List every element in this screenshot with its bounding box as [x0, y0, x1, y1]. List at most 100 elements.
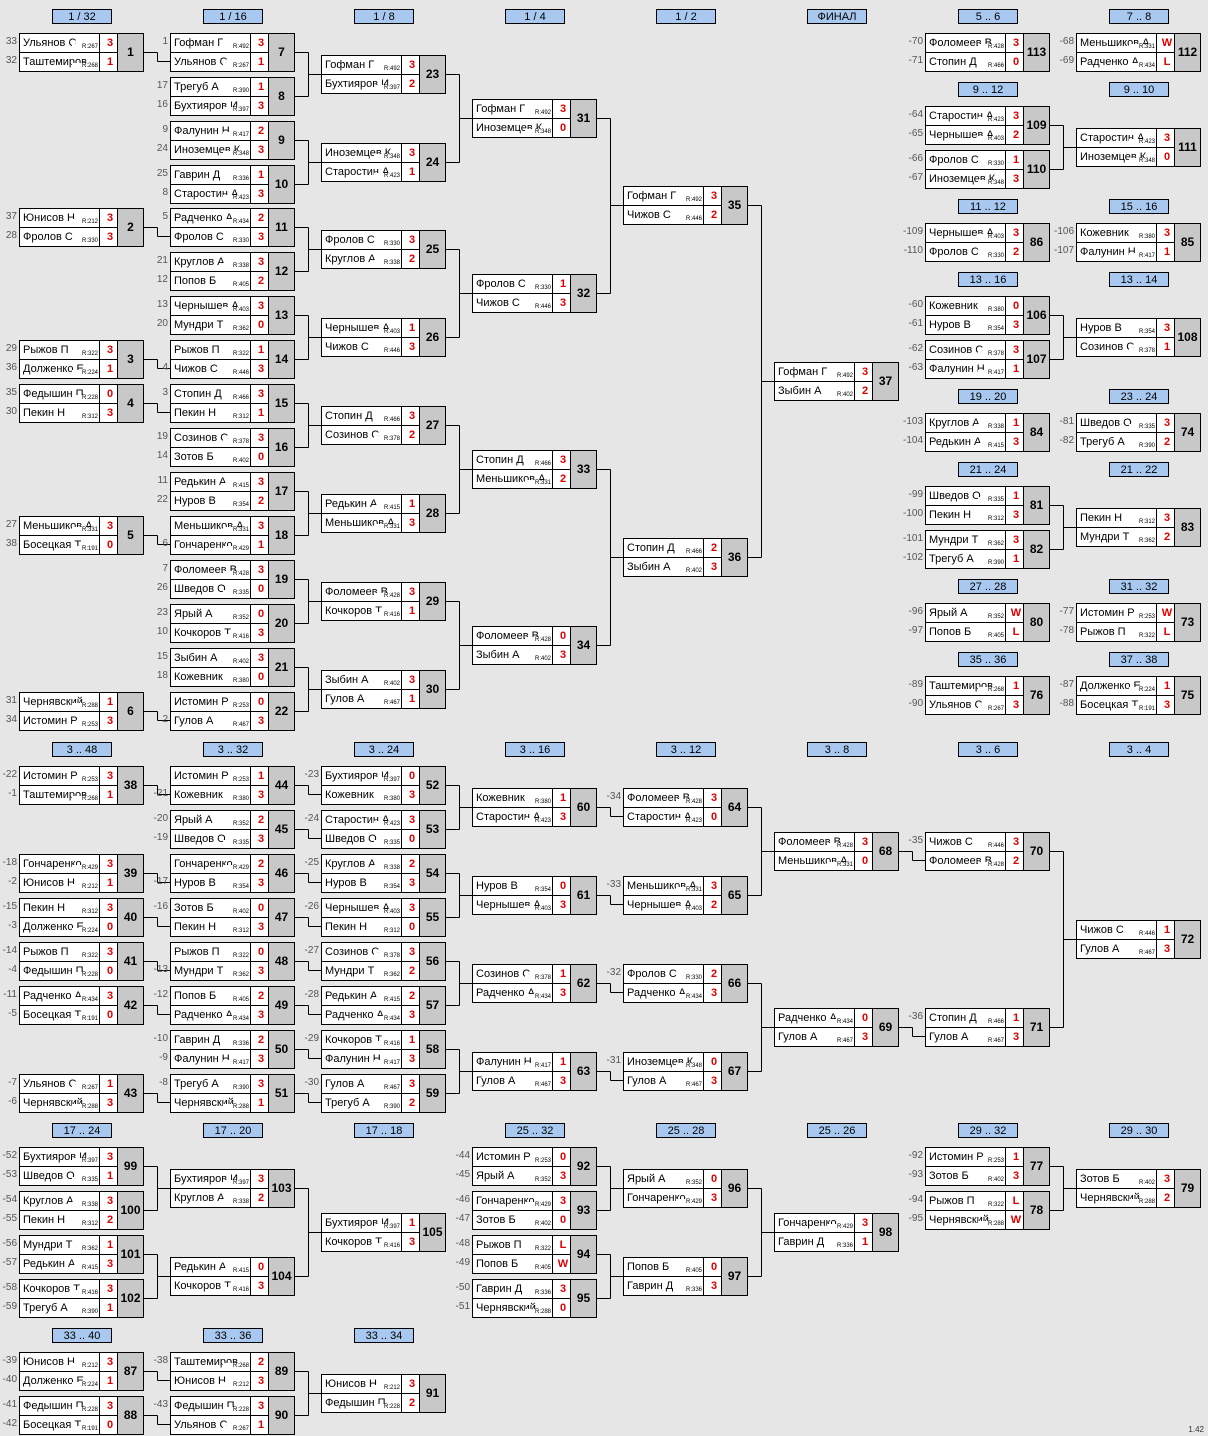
player-row[interactable]: Радченко АR:4343 — [624, 984, 724, 1003]
match-box[interactable]: Фролов СR:3303Круглов АR:338225 — [321, 230, 446, 269]
player-row[interactable]: Рыжов ПR:322L — [926, 1192, 1026, 1211]
player-row[interactable]: Гулов АR:4673 — [171, 712, 271, 731]
player-row[interactable]: Фролов СR:3303 — [20, 228, 120, 247]
player-row[interactable]: Меньшиков АR:3313 — [171, 517, 271, 536]
player-row[interactable]: Старостин АR:4233 — [926, 107, 1026, 126]
player-row[interactable]: Федышин ПR:2280 — [20, 962, 120, 981]
player-row[interactable]: Радченко АR:4343 — [322, 1006, 422, 1025]
player-row[interactable]: Бухтияров ИR:3973 — [20, 1148, 120, 1167]
match-box[interactable]: ГончаренкоR:4293Юнисов НR:212139 — [19, 854, 144, 893]
player-row[interactable]: Фалунин НR:4171 — [473, 1053, 573, 1072]
player-row[interactable]: Истомин РR:2533 — [20, 767, 120, 786]
match-box[interactable]: Гофман ГR:4923Чижов СR:446235 — [623, 186, 748, 225]
player-row[interactable]: Босецкая ТR:1910 — [20, 536, 120, 555]
match-box[interactable]: Чернышев АR:4031Чижов СR:446326 — [321, 318, 446, 357]
match-box[interactable]: Фалунин НR:4171Гулов АR:467363 — [472, 1052, 597, 1091]
match-box[interactable]: ГончаренкоR:4293Зотов БR:402093 — [472, 1191, 597, 1230]
match-box[interactable]: Фоломеев ВR:4283Старостин АR:423064 — [623, 788, 748, 827]
player-row[interactable]: Шведов ОR:3351 — [20, 1167, 120, 1186]
match-box[interactable]: Чижов СR:4461Гулов АR:467372 — [1076, 920, 1201, 959]
player-row[interactable]: Круглов АR:3383 — [20, 1192, 120, 1211]
match-box[interactable]: Федышин ПR:2283Босецкая ТR:191088 — [19, 1396, 144, 1435]
player-row[interactable]: ГончаренкоR:4293 — [775, 1214, 875, 1233]
player-row[interactable]: Гулов АR:4673 — [322, 1075, 422, 1094]
player-row[interactable]: Стопин ДR:4660 — [926, 53, 1026, 72]
player-row[interactable]: Гофман ГR:4923 — [473, 100, 573, 119]
match-box[interactable]: Старостин АR:4233Иноземцев КR:3480111 — [1076, 128, 1201, 167]
player-row[interactable]: Стопин ДR:4662 — [624, 539, 724, 558]
match-box[interactable]: Фролов СR:3301Чижов СR:446332 — [472, 274, 597, 313]
match-box[interactable]: Фоломеев ВR:4283Стопин ДR:4660113 — [925, 33, 1050, 72]
player-row[interactable]: Иноземцев КR:3480 — [473, 119, 573, 138]
player-row[interactable]: Зыбин АR:4023 — [473, 646, 573, 665]
match-box[interactable]: Гаврин ДR:3363ЧернявскийR:288095 — [472, 1279, 597, 1318]
player-row[interactable]: Редькин АR:4153 — [926, 433, 1026, 452]
player-row[interactable]: Гофман ГR:4923 — [624, 187, 724, 206]
player-row[interactable]: Круглов АR:3383 — [171, 253, 271, 272]
player-row[interactable]: Фалунин НR:4173 — [322, 1050, 422, 1069]
player-row[interactable]: КожевникR:3800 — [926, 297, 1026, 316]
player-row[interactable]: Рыжов ПR:322L — [473, 1236, 573, 1255]
player-row[interactable]: Радченко АR:4343 — [473, 984, 573, 1003]
player-row[interactable]: Фоломеев ВR:4283 — [926, 34, 1026, 53]
match-box[interactable]: Редькин АR:4150Кочкоров ТR:4163104 — [170, 1257, 295, 1296]
player-row[interactable]: Кочкоров ТR:4163 — [171, 1277, 271, 1296]
player-row[interactable]: Гаврин ДR:3361 — [775, 1233, 875, 1252]
player-row[interactable]: КожевникR:3800 — [171, 668, 271, 687]
player-row[interactable]: Рыжов ПR:3223 — [20, 943, 120, 962]
player-row[interactable]: ЧернявскийR:288W — [926, 1211, 1026, 1230]
player-row[interactable]: Зотов БR:4023 — [1077, 1170, 1177, 1189]
match-box[interactable]: Шведов ОR:3351Пекин НR:312381 — [925, 486, 1050, 525]
match-box[interactable]: Чижов СR:4463Фоломеев ВR:428270 — [925, 832, 1050, 871]
player-row[interactable]: Созинов СR:3783 — [926, 341, 1026, 360]
player-row[interactable]: Кочкоров ТR:4163 — [171, 624, 271, 643]
match-box[interactable]: Федышин ПR:2283Ульянов СR:267190 — [170, 1396, 295, 1435]
player-row[interactable]: Шведов ОR:3353 — [171, 830, 271, 849]
player-row[interactable]: Фалунин НR:4171 — [1077, 243, 1177, 262]
player-row[interactable]: Гулов АR:4673 — [775, 1028, 875, 1047]
player-row[interactable]: Истомин РR:253W — [1077, 604, 1177, 623]
player-row[interactable]: Бухтияров ИR:3970 — [322, 767, 422, 786]
match-box[interactable]: Стопин ДR:4663Пекин НR:312115 — [170, 384, 295, 423]
player-row[interactable]: Ярый АR:352W — [926, 604, 1026, 623]
player-row[interactable]: Меньшиков АR:3312 — [473, 470, 573, 489]
player-row[interactable]: Чернышев АR:4032 — [624, 896, 724, 915]
player-row[interactable]: Созинов СR:3781 — [1077, 338, 1177, 357]
player-row[interactable]: Пекин НR:3123 — [20, 404, 120, 423]
match-box[interactable]: Шведов ОR:3353Трегуб АR:390274 — [1076, 413, 1201, 452]
player-row[interactable]: Зотов БR:4023 — [926, 1167, 1026, 1186]
player-row[interactable]: ТаштемировR:2681 — [20, 53, 120, 72]
match-box[interactable]: Гаврин ДR:3362Фалунин НR:417350 — [170, 1030, 295, 1069]
match-box[interactable]: Стопин ДR:4661Гулов АR:467371 — [925, 1008, 1050, 1047]
match-box[interactable]: Радченко АR:4340Гулов АR:467369 — [774, 1008, 899, 1047]
player-row[interactable]: Чернышев АR:4033 — [473, 896, 573, 915]
player-row[interactable]: Иноземцев КR:3483 — [926, 170, 1026, 189]
player-row[interactable]: Нуров ВR:3540 — [473, 877, 573, 896]
player-row[interactable]: Ульянов СR:2673 — [926, 696, 1026, 715]
player-row[interactable]: Фоломеев ВR:4283 — [624, 789, 724, 808]
match-box[interactable]: Мундри ТR:3623Трегуб АR:390182 — [925, 530, 1050, 569]
player-row[interactable]: Редькин АR:4153 — [171, 473, 271, 492]
player-row[interactable]: Долженко ЕR:2241 — [1077, 677, 1177, 696]
player-row[interactable]: Редькин АR:4151 — [322, 495, 422, 514]
player-row[interactable]: Радченко АR:4343 — [20, 987, 120, 1006]
player-row[interactable]: Кочкоров ТR:4161 — [322, 602, 422, 621]
match-box[interactable]: Юнисов НR:2123Федышин ПR:228291 — [321, 1374, 446, 1413]
player-row[interactable]: Фоломеев ВR:4283 — [775, 833, 875, 852]
player-row[interactable]: КожевникR:3803 — [322, 786, 422, 805]
player-row[interactable]: Созинов СR:3781 — [473, 965, 573, 984]
player-row[interactable]: Нуров ВR:3542 — [171, 492, 271, 511]
match-box[interactable]: Стопин ДR:4663Меньшиков АR:331233 — [472, 450, 597, 489]
player-row[interactable]: Истомин РR:2530 — [473, 1148, 573, 1167]
player-row[interactable]: Федышин ПR:2283 — [171, 1397, 271, 1416]
player-row[interactable]: Радченко АR:434L — [1077, 53, 1177, 72]
player-row[interactable]: Чернышев АR:4033 — [926, 224, 1026, 243]
player-row[interactable]: Мундри ТR:3623 — [171, 962, 271, 981]
match-box[interactable]: Нуров ВR:3540Чернышев АR:403361 — [472, 876, 597, 915]
player-row[interactable]: ЧернявскийR:2882 — [1077, 1189, 1177, 1208]
match-box[interactable]: Истомин РR:253WРыжов ПR:322L73 — [1076, 603, 1201, 642]
player-row[interactable]: Кочкоров ТR:4163 — [20, 1280, 120, 1299]
player-row[interactable]: ЧернявскийR:2880 — [473, 1299, 573, 1318]
match-box[interactable]: Меньшиков АR:3313Чернышев АR:403265 — [623, 876, 748, 915]
player-row[interactable]: Чижов СR:4461 — [1077, 921, 1177, 940]
